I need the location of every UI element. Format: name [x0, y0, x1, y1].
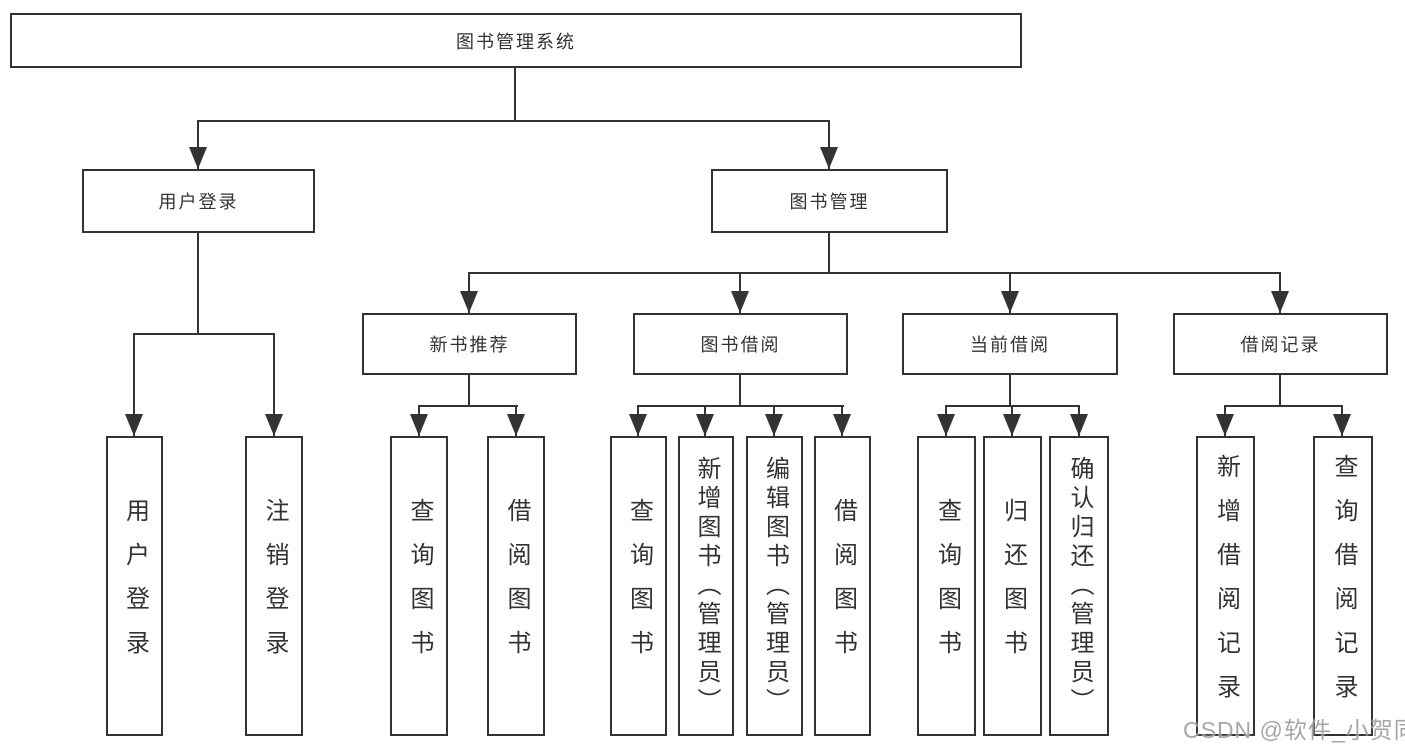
connector-book-borrow-stub — [739, 375, 741, 405]
node-label: 借阅记录 — [1240, 335, 1321, 355]
arrow-to-leaf-query-books-2 — [629, 405, 647, 436]
arrow-to-leaf-edit-books — [765, 405, 783, 436]
leaf-label: 查询图书 — [625, 498, 653, 674]
arrow-to-borrow-records — [1271, 272, 1289, 313]
node-current-borrow: 当前借阅 — [902, 313, 1118, 375]
leaf-label: 编辑图书（管理员） — [761, 455, 789, 717]
node-user-login: 用户登录 — [82, 169, 315, 233]
leaf-label: 确认归还（管理员） — [1066, 455, 1093, 717]
arrow-to-leaf-add-books — [696, 405, 714, 436]
leaf-return-books: 归还图书 — [983, 436, 1042, 736]
leaf-label: 查询借阅记录 — [1330, 454, 1357, 718]
node-label: 用户登录 — [158, 192, 239, 212]
node-borrow-records: 借阅记录 — [1173, 313, 1388, 375]
arrow-to-new-book-recommend — [460, 272, 478, 313]
node-label: 当前借阅 — [970, 335, 1050, 355]
connector-root-stub — [514, 68, 516, 120]
arrow-to-leaf-borrow-books-1 — [507, 405, 525, 436]
arrow-to-current-borrow — [1001, 272, 1019, 313]
leaf-label: 借阅图书 — [829, 498, 857, 674]
arrow-to-leaf-borrow-books-2 — [833, 405, 851, 436]
node-library-management-system: 图书管理系统 — [10, 13, 1022, 68]
arrow-to-book-borrow — [731, 272, 749, 313]
arrow-to-user-login — [189, 120, 207, 169]
leaf-label: 新增借阅记录 — [1212, 454, 1240, 718]
leaf-borrow-books-recommend: 借阅图书 — [487, 436, 545, 736]
connector-book-management-stub — [828, 233, 830, 272]
leaf-query-books-recommend: 查询图书 — [390, 436, 448, 736]
leaf-query-books-current: 查询图书 — [917, 436, 976, 736]
leaf-label: 归还图书 — [999, 498, 1027, 674]
arrow-to-leaf-add-record — [1216, 405, 1234, 436]
leaf-label: 新增图书（管理员） — [693, 455, 720, 717]
arrow-to-book-management — [820, 120, 838, 169]
node-label: 图书管理 — [789, 192, 870, 212]
leaf-logout: 注销登录 — [245, 436, 303, 736]
node-book-management: 图书管理 — [711, 169, 948, 233]
node-label: 图书借阅 — [700, 335, 781, 355]
leaf-user-login: 用户登录 — [106, 436, 163, 736]
arrow-to-leaf-confirm-return — [1070, 405, 1088, 436]
connector-new-book-stub — [468, 375, 470, 405]
leaf-confirm-return-admin: 确认归还（管理员） — [1049, 436, 1109, 736]
leaf-borrow-books: 借阅图书 — [814, 436, 871, 736]
connector-book-management-bar — [468, 272, 1281, 274]
connector-borrow-records-bar — [1224, 405, 1343, 407]
arrow-to-leaf-query-books-1 — [410, 405, 428, 436]
connector-borrow-records-stub — [1279, 375, 1281, 405]
csdn-watermark: CSDN @软件_小贺同学 — [1183, 717, 1405, 743]
node-new-book-recommend: 新书推荐 — [362, 313, 577, 375]
leaf-add-borrow-record: 新增借阅记录 — [1196, 436, 1255, 736]
leaf-label: 查询图书 — [933, 498, 961, 674]
leaf-add-books-admin: 新增图书（管理员） — [678, 436, 734, 736]
arrow-to-leaf-query-record — [1333, 405, 1351, 436]
leaf-query-books-borrow: 查询图书 — [610, 436, 667, 736]
arrow-to-leaf-query-books-3 — [937, 405, 955, 436]
node-label: 新书推荐 — [429, 335, 510, 355]
leaf-label: 查询图书 — [406, 498, 433, 674]
leaf-label: 注销登录 — [261, 498, 288, 674]
connector-user-login-bar — [133, 333, 275, 335]
arrow-to-leaf-return-books — [1003, 405, 1021, 436]
connector-user-login-stub — [197, 233, 199, 333]
leaf-label: 用户登录 — [121, 498, 149, 674]
arrow-to-leaf-user-login — [125, 333, 143, 436]
node-label: 图书管理系统 — [456, 31, 576, 52]
arrow-to-leaf-logout — [265, 333, 283, 436]
connector-root-bar — [197, 120, 830, 122]
connector-new-book-bar — [418, 405, 518, 407]
leaf-query-borrow-record: 查询借阅记录 — [1313, 436, 1373, 736]
connector-current-borrow-stub — [1009, 375, 1011, 405]
node-book-borrow: 图书借阅 — [633, 313, 848, 375]
leaf-label: 借阅图书 — [503, 498, 530, 674]
leaf-edit-books-admin: 编辑图书（管理员） — [746, 436, 803, 736]
connector-book-borrow-bar — [637, 405, 844, 407]
